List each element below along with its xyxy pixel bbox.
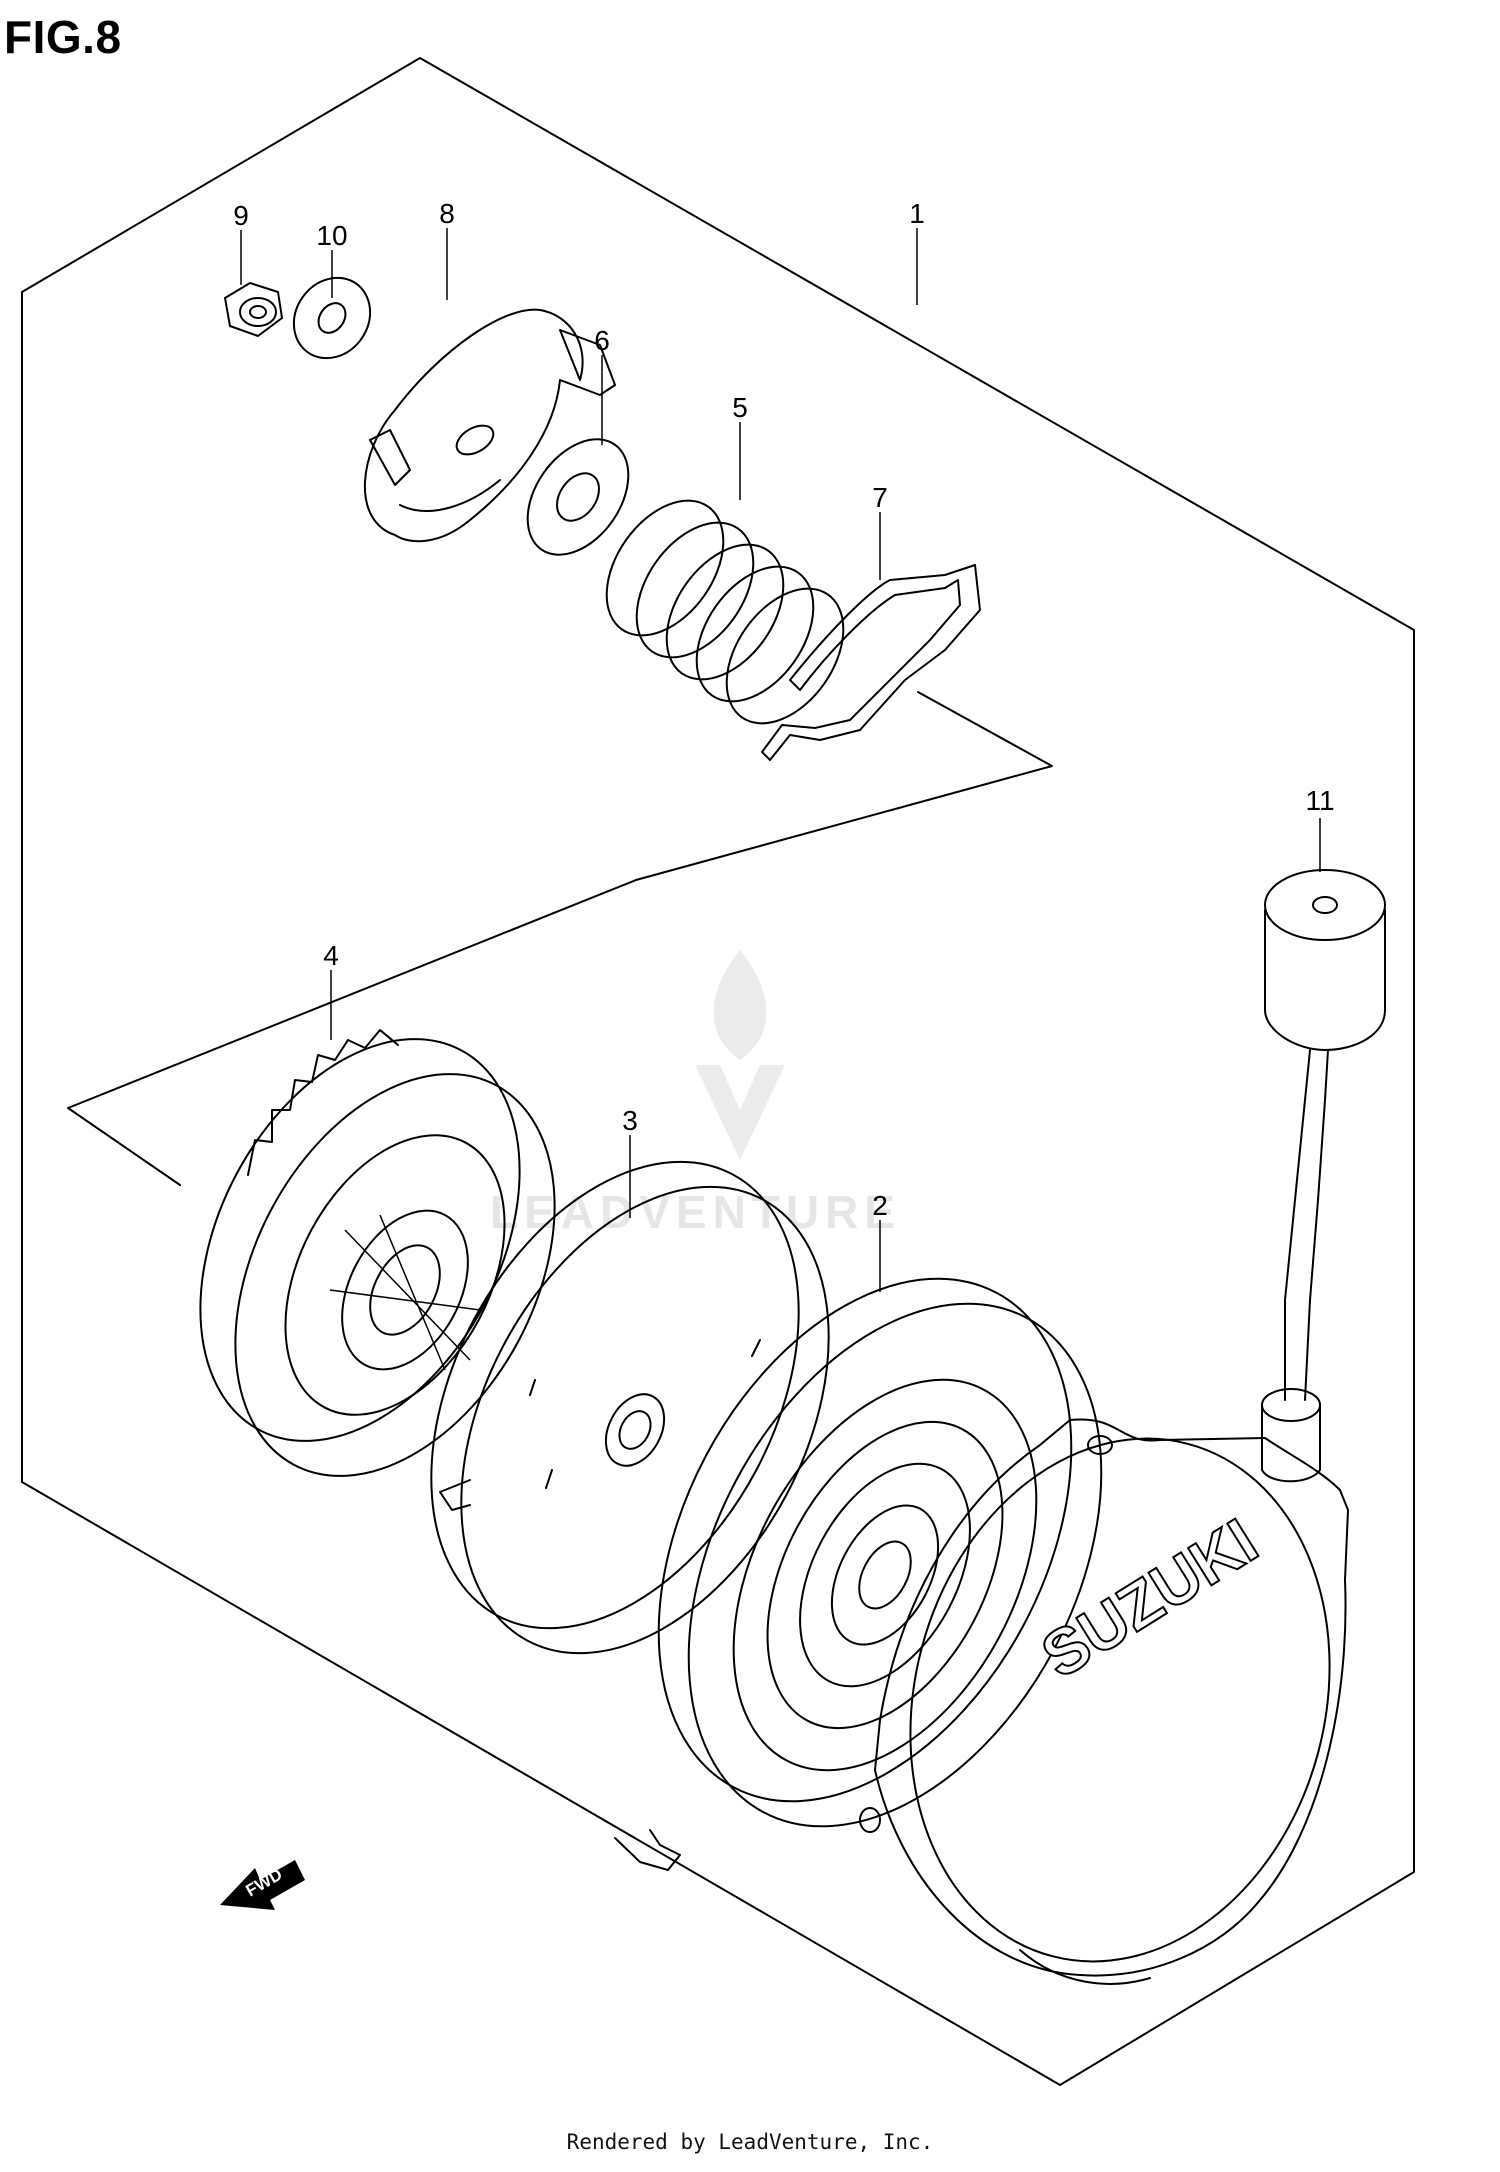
watermark: LEADVENTURE [490,950,901,1238]
fwd-arrow-icon: FWD [220,1860,305,1910]
watermark-v-icon [695,1065,785,1160]
callout-7: 7 [872,482,888,513]
callout-8: 8 [439,198,455,229]
part-9-nut [224,282,283,337]
cover-brand-text: SUZUKI [1029,1505,1269,1692]
part-2-spring-case [614,1277,1103,1871]
callout-11: 11 [1305,785,1334,816]
part-7-spring-clip [761,564,981,761]
starter-cover: SUZUKI [859,1418,1349,1985]
callout-6: 6 [594,325,610,356]
assembly-boundary [21,57,1415,2086]
callout-5: 5 [732,392,748,423]
callout-4: 4 [323,940,339,971]
callout-9: 9 [233,200,249,231]
figure-title: FIG.8 [4,11,122,63]
part-8-friction-plate [364,308,616,543]
callout-1: 1 [909,198,925,229]
part-5-spring [605,499,845,725]
watermark-text: LEADVENTURE [490,1186,901,1238]
callout-10: 10 [316,220,347,251]
part-11-handle-and-rope [1261,869,1386,1483]
watermark-flame-icon [713,950,767,1060]
callout-3: 3 [622,1105,638,1136]
part-10-washer [292,276,372,360]
part-3-reel-plate [430,1160,830,1655]
part-4-ratchet [199,1029,556,1477]
callout-2: 2 [872,1190,888,1221]
footer-credit: Rendered by LeadVenture, Inc. [566,2130,934,2154]
callouts: 9 10 8 6 5 7 1 11 4 3 2 [233,198,1335,1292]
part-6-washer [526,438,630,556]
